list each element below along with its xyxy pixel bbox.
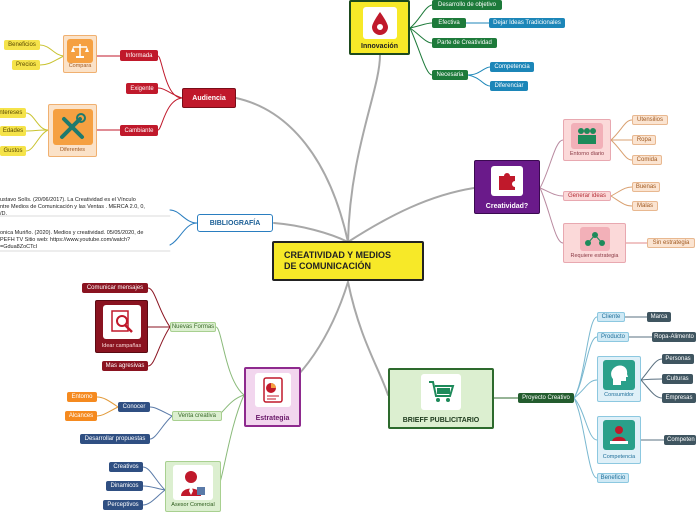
personas-node[interactable]: Personas	[662, 354, 694, 364]
network-icon	[579, 227, 610, 251]
alcances-node[interactable]: Alcances	[65, 411, 97, 421]
ropa-alimento-node[interactable]: Ropa-Alimento	[652, 332, 696, 342]
utensilios-node[interactable]: Utensilios	[632, 115, 668, 125]
generar-ideas-node[interactable]: Generar ideas	[563, 191, 611, 201]
mas-agresivas-node[interactable]: Mas agresivas	[102, 361, 148, 371]
cambiante-node[interactable]: Cambiante	[120, 125, 158, 136]
cliente-node[interactable]: Cliente	[597, 312, 625, 322]
beneficio-node[interactable]: Beneficio	[597, 473, 629, 483]
marca-node[interactable]: Marca	[647, 312, 671, 322]
conocer-node[interactable]: Conocer	[118, 402, 150, 412]
buenas-node[interactable]: Buenas	[632, 182, 660, 192]
dinamicos-node[interactable]: Dinamicos	[106, 481, 143, 491]
necesaria-node[interactable]: Necesaria	[432, 70, 468, 80]
competencia-brief-label: Competencia	[602, 453, 636, 460]
estrategia-node[interactable]: Estrategia	[244, 367, 301, 427]
ref2-line2: PEFH TV Sitio web: https://www.youtube.c…	[0, 237, 131, 244]
balance-scale-icon	[67, 39, 93, 63]
creatividad-label: Creatividad?	[485, 203, 529, 210]
ref1-line1: ustavo Solís. (20/06/2017). La Creativid…	[0, 197, 136, 203]
head-profile-icon	[603, 360, 635, 390]
ref1-line2: ntre Medios de Comunicación y las Ventas…	[0, 204, 145, 211]
presenter-icon	[603, 420, 635, 450]
central-topic[interactable]: CREATIVIDAD Y MEDIOS DE COMUNICACIÓN	[272, 241, 424, 281]
malas-node[interactable]: Malas	[632, 201, 658, 211]
intereses-node[interactable]: Intereses	[0, 108, 26, 118]
innovacion-label: Innovación	[361, 43, 398, 50]
venta-creativa-node[interactable]: Venta creativa	[172, 411, 222, 421]
asesor-comercial-card[interactable]: Asesor Comercial	[165, 461, 221, 512]
entorno-estrategia-node[interactable]: Entorno	[67, 392, 97, 402]
beneficios-node[interactable]: Beneficios	[4, 40, 40, 50]
comida-node[interactable]: Comida	[632, 155, 662, 165]
entorno-diario-label: Entorno diario	[569, 150, 605, 157]
comunicar-mensajes-node[interactable]: Comunicar mensajes	[82, 283, 148, 293]
people-icon	[571, 123, 603, 149]
creativos-node[interactable]: Creativos	[109, 462, 143, 472]
culturas-node[interactable]: Culturas	[662, 374, 693, 384]
parte-creatividad-node[interactable]: Parte de Creatividad	[432, 38, 497, 48]
brief-node[interactable]: BRIEFF PUBLICITARIO	[388, 368, 494, 429]
shopping-cart-icon	[421, 374, 461, 410]
competencia-node[interactable]: Competencia	[490, 62, 534, 72]
ref1-line3: /D.	[0, 211, 8, 218]
dejar-ideas-node[interactable]: Dejar Ideas Tradicionales	[489, 18, 565, 28]
nuevas-formas-node[interactable]: Nuevas Formas	[170, 322, 216, 332]
producto-node[interactable]: Producto	[597, 332, 629, 342]
idear-campanas-label: Idear campañas	[101, 342, 142, 349]
puzzle-icon	[491, 166, 523, 196]
desarrollo-node[interactable]: Desarrollo de objetivo	[432, 0, 502, 10]
sin-estrategia-node[interactable]: Sin estrategia	[647, 238, 695, 248]
brief-label: BRIEFF PUBLICITARIO	[402, 417, 480, 424]
central-title-line1: CREATIVIDAD Y MEDIOS	[284, 249, 392, 260]
tools-icon	[52, 109, 93, 145]
precios-node[interactable]: Precios	[12, 60, 40, 70]
requiere-estrategia-card[interactable]: Requiere estrategia	[563, 223, 626, 263]
informada-node[interactable]: Informada	[120, 50, 158, 61]
diferentes-card[interactable]: Diferentes	[48, 104, 97, 157]
perceptivos-node[interactable]: Perceptivos	[103, 500, 143, 510]
empresas-node[interactable]: Empresas	[662, 393, 696, 403]
competencia-child-node[interactable]: Competen	[664, 435, 696, 445]
competencia-card[interactable]: Competencia	[597, 416, 641, 464]
compara-label: Compara	[68, 62, 92, 69]
ref2-line3: =Gdua8ZoCTcI	[0, 244, 38, 251]
asesor-comercial-label: Asesor Comercial	[171, 501, 215, 508]
requiere-estrategia-label: Requiere estrategia	[570, 252, 619, 259]
exigente-node[interactable]: Exigente	[126, 83, 158, 94]
proyecto-creativo-node[interactable]: Proyecto Creativo	[518, 393, 574, 403]
diferenciar-node[interactable]: Diferenciar	[490, 81, 528, 91]
search-document-icon	[102, 305, 141, 339]
efectiva-node[interactable]: Efectiva	[432, 18, 466, 28]
compara-card[interactable]: Compara	[63, 35, 97, 73]
ropa-node[interactable]: Ropa	[632, 135, 656, 145]
ref2-line1: onica Muriño. (2020). Medios y creativid…	[0, 230, 144, 236]
document-chart-icon	[254, 373, 291, 407]
gustos-node[interactable]: Gustos	[0, 146, 26, 156]
consumidor-card[interactable]: Consumidor	[597, 356, 641, 402]
bibliography-ref-1: ustavo Solís. (20/06/2017). La Creativid…	[0, 197, 145, 218]
consumidor-label: Consumidor	[604, 391, 634, 398]
audiencia-node[interactable]: Audiencia	[182, 88, 236, 108]
creatividad-node[interactable]: Creatividad?	[474, 160, 540, 214]
bibliography-ref-2: onica Muriño. (2020). Medios y creativid…	[0, 230, 143, 251]
entorno-diario-card[interactable]: Entorno diario	[563, 119, 611, 161]
edades-node[interactable]: Edades	[0, 126, 26, 136]
idear-campanas-card[interactable]: Idear campañas	[95, 300, 148, 353]
central-title-line2: DE COMUNICACIÓN	[284, 261, 371, 271]
estrategia-label: Estrategia	[255, 415, 290, 422]
diferentes-label: Diferentes	[59, 146, 86, 153]
drop-icon	[362, 7, 397, 39]
desarrollar-propuestas-node[interactable]: Desarrollar propuestas	[80, 434, 150, 444]
innovacion-node[interactable]: Innovación	[349, 0, 410, 55]
bibliografia-node[interactable]: BIBLIOGRAFÍA	[197, 214, 273, 232]
businessman-icon	[173, 465, 213, 500]
